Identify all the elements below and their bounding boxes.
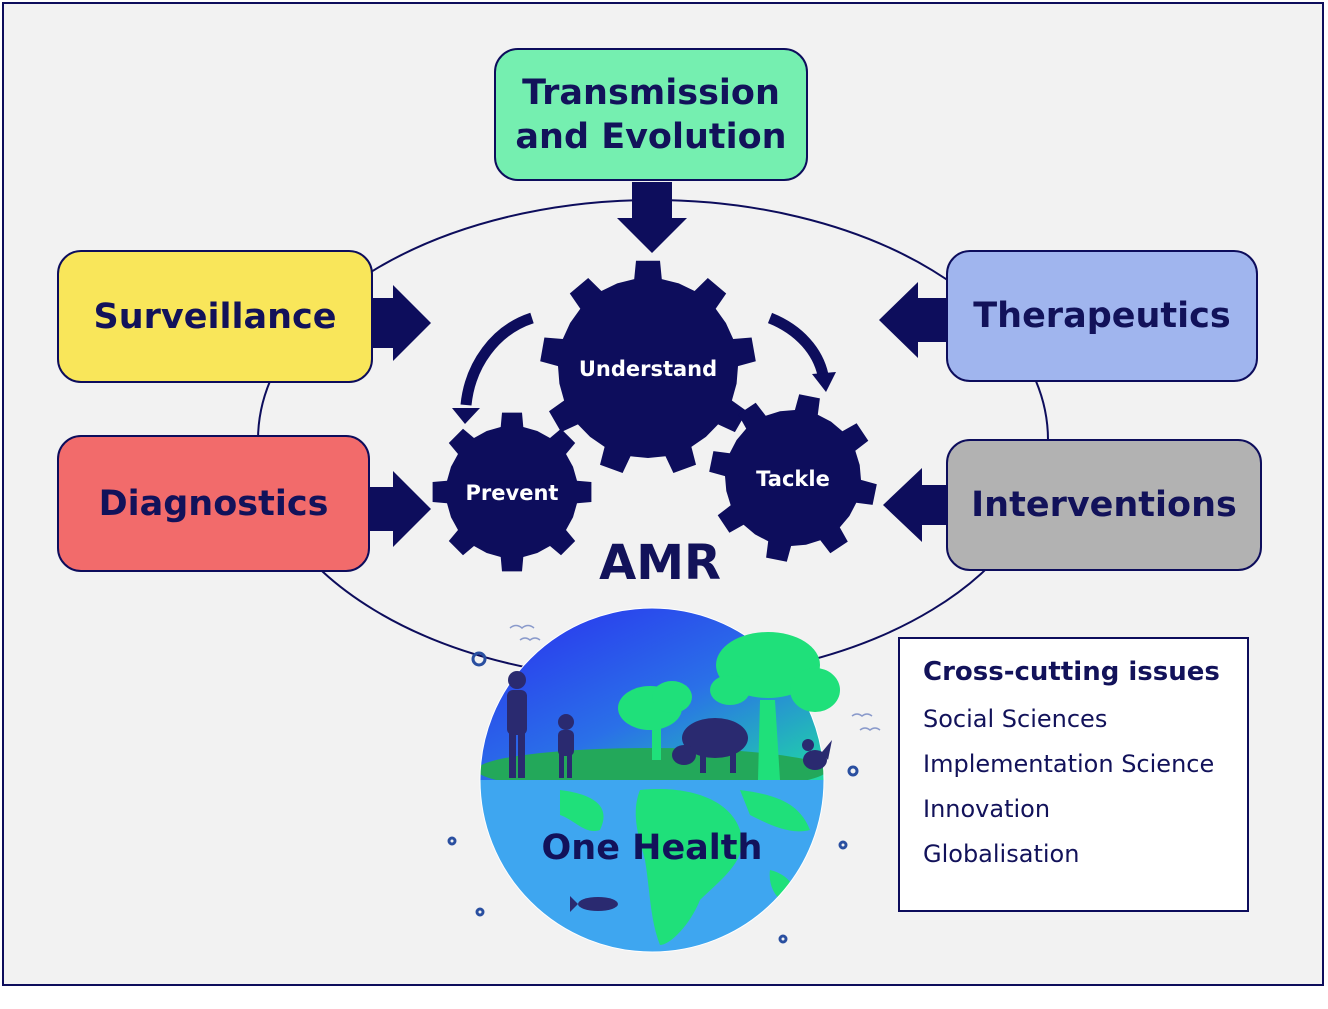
adult-person-icon [507, 671, 527, 778]
cross-cutting-item: Innovation [923, 795, 1051, 823]
gear-label-tackle: Tackle [756, 467, 830, 491]
arrow-understand-to-prevent [460, 312, 534, 406]
cross-cutting-item: Social Sciences [923, 705, 1108, 733]
arrow-transmission-down [617, 182, 687, 253]
one-health-label: One Health [541, 828, 763, 868]
decorative-dots [447, 651, 859, 944]
arrow-interventions-left [883, 468, 946, 542]
amr-title: AMR [599, 535, 721, 591]
arrow-diagnostics-right [370, 471, 431, 547]
arrow-therapeutics-left [879, 282, 946, 358]
tree-icon [618, 681, 692, 760]
gear-shape [709, 394, 877, 562]
gear-tackle [709, 394, 877, 562]
gear-label-understand: Understand [578, 357, 718, 381]
gear-label-prevent: Prevent [465, 481, 559, 505]
child-person-icon [558, 714, 574, 778]
gear-shape [540, 260, 756, 473]
large-tree-icon [710, 632, 840, 780]
interventions-box: Interventions [946, 439, 1262, 571]
globe-outline [479, 607, 825, 953]
fish-icon [570, 896, 618, 912]
birds-icon [509, 624, 881, 731]
diagnostics-box: Diagnostics [57, 435, 370, 572]
arrow-surveillance-right [373, 285, 431, 361]
cross-cutting-item: Globalisation [923, 840, 1080, 868]
gear-shape [432, 412, 592, 572]
surveillance-box: Surveillance [57, 250, 373, 383]
transmission-evolution-box: Transmission and Evolution [494, 48, 808, 181]
arrow-understand-to-tackle [767, 312, 829, 377]
cow-icon [672, 718, 748, 773]
cross-cutting-box: Cross-cutting issues Social Sciences Imp… [898, 637, 1249, 912]
gear-understand [540, 260, 756, 473]
gear-prevent [432, 412, 592, 572]
cross-cutting-item: Implementation Science [923, 750, 1215, 778]
chicken-icon [802, 739, 832, 770]
cross-cutting-title: Cross-cutting issues [923, 657, 1220, 687]
therapeutics-box: Therapeutics [946, 250, 1258, 382]
